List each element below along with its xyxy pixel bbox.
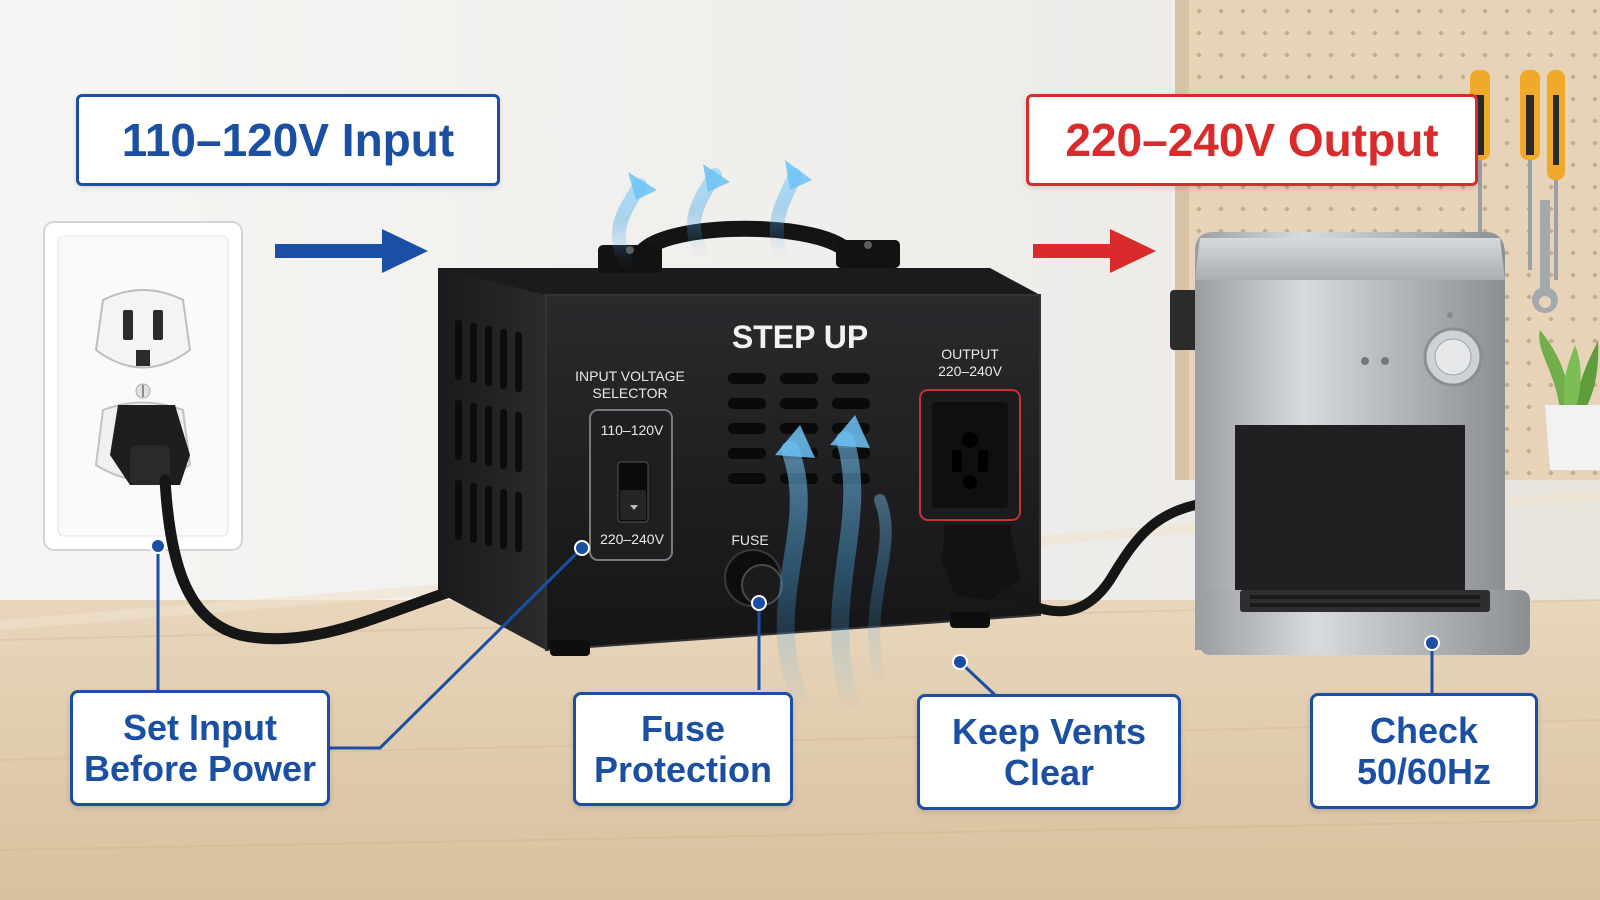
wall-outlet: [43, 221, 243, 551]
selector-option-high: 220–240V: [600, 531, 664, 547]
step-up-transformer: [438, 220, 1041, 656]
callout-set-input: Set Input Before Power: [70, 690, 330, 806]
fuse-label: FUSE: [731, 532, 769, 548]
callout-dots: [150, 538, 1440, 670]
selector-label-line2: SELECTOR: [592, 384, 668, 401]
output-label: OUTPUT 220–240V: [912, 346, 1028, 380]
input-cable: [159, 474, 506, 645]
callout-set-input-line2: Before Power: [83, 748, 317, 789]
screwdriver-icon: [1520, 70, 1540, 270]
coffee-machine: [1170, 232, 1530, 655]
brand-label: STEP UP: [731, 319, 869, 355]
output-label-line2: 220–240V: [938, 362, 1002, 379]
callout-frequency-line2: 50/60Hz: [1356, 751, 1492, 792]
arrow-right-icon: [275, 229, 428, 273]
callout-vents-line2: Clear: [1003, 752, 1095, 793]
selector-option-low: 110–120V: [600, 422, 664, 438]
callout-fuse-line1: Fuse: [640, 707, 726, 749]
callout-vents-line1: Keep Vents: [951, 710, 1147, 752]
plant-icon: [1539, 330, 1600, 470]
input-voltage-title: 110–120V Input: [76, 94, 500, 186]
output-voltage-title: 220–240V Output: [1026, 94, 1478, 186]
airflow-arrowheads: [628, 160, 870, 458]
output-label-line1: OUTPUT: [941, 346, 999, 362]
selector-label: INPUT VOLTAGE SELECTOR: [570, 368, 690, 402]
plug-icon: [94, 401, 192, 485]
callout-frequency-line1: Check: [1369, 709, 1479, 751]
callout-check-frequency: Check 50/60Hz: [1310, 693, 1538, 809]
selector-label-line1: INPUT VOLTAGE: [575, 368, 685, 384]
universal-output-socket[interactable]: [919, 389, 1021, 521]
callout-fuse-protection: Fuse Protection: [573, 692, 793, 806]
callout-fuse-line2: Protection: [593, 749, 772, 790]
arrow-right-icon: [1033, 229, 1156, 273]
wrench-icon: [1532, 200, 1558, 313]
wrench-icon: [1547, 70, 1565, 280]
output-cable: [1000, 495, 1235, 617]
fuse-holder[interactable]: [724, 549, 783, 607]
outlet-socket-icon: [94, 289, 192, 369]
callout-leaders: [156, 546, 1434, 750]
callout-set-input-line1: Set Input: [123, 706, 277, 748]
callout-keep-vents-clear: Keep Vents Clear: [917, 694, 1181, 810]
